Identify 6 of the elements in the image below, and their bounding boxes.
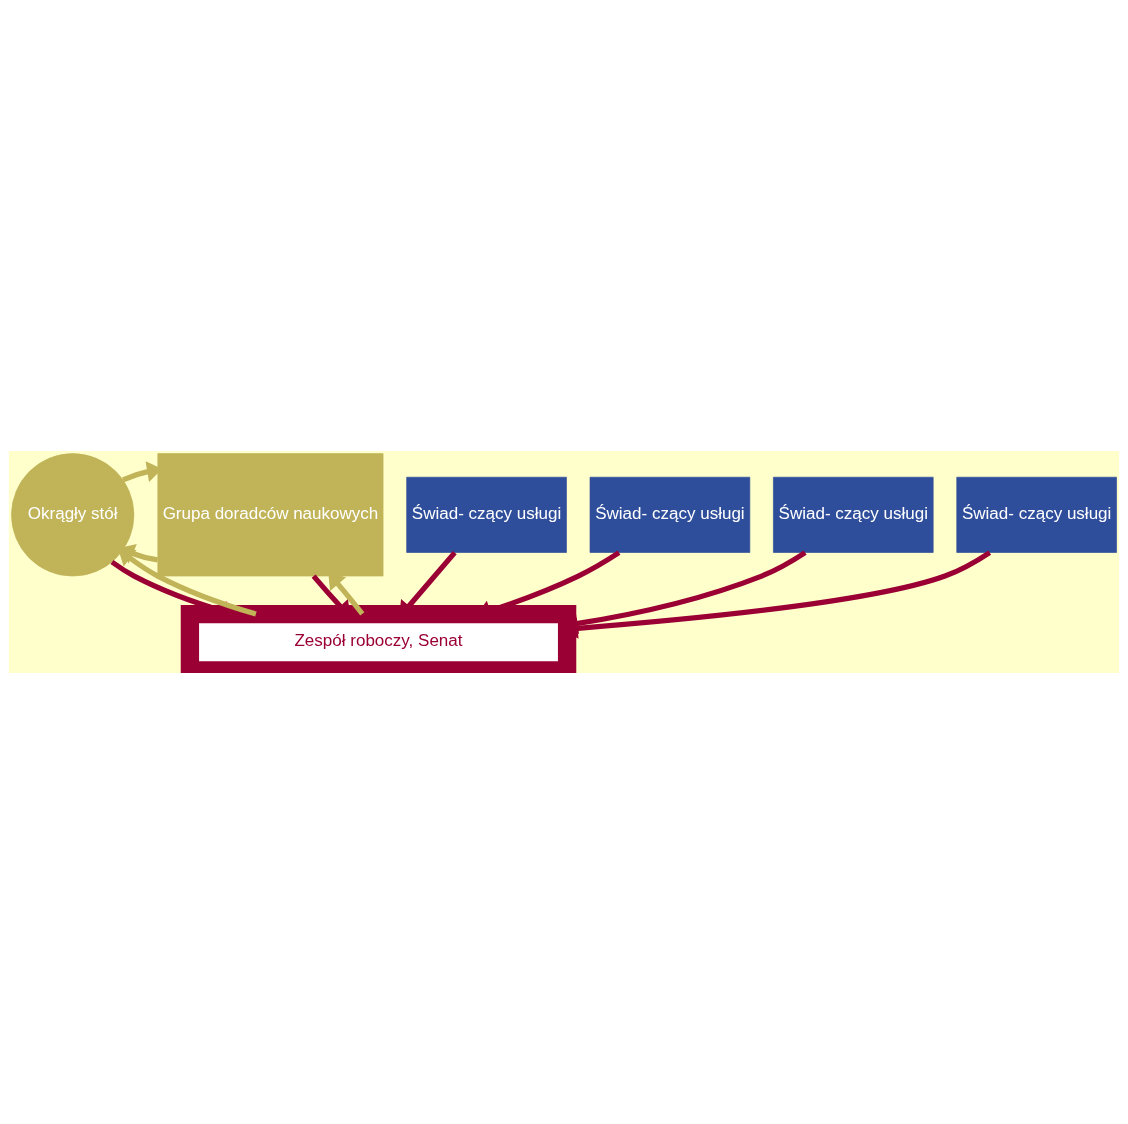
node-box: Grupa doradców naukowych (157, 453, 384, 577)
node-box: Świad- czący usługi (956, 476, 1117, 553)
node-box: Świad- czący usługi (406, 476, 567, 553)
arrow (118, 548, 257, 617)
node-box: Świad- czący usługi (589, 476, 751, 553)
node-box: Świad- czący usługi (773, 476, 934, 553)
